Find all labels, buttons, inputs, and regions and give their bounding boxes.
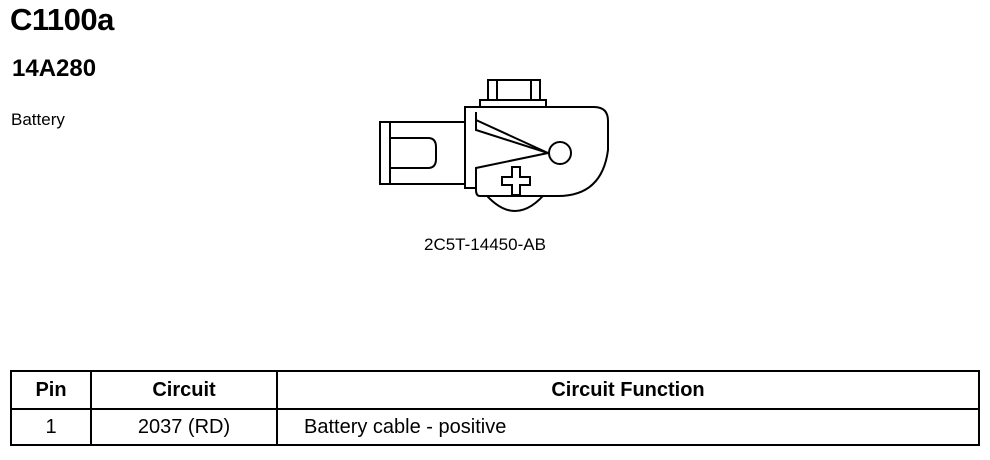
cell-circuit: 2037 (RD) [90,408,278,446]
clamp-body [464,106,609,197]
terminal-lug-outline [481,189,549,212]
connector-title: C1100a [10,2,114,37]
table-row: 1 2037 (RD) Battery cable - positive [10,408,980,446]
header-pin: Pin [10,370,92,410]
positive-plus-icon [501,166,531,196]
connector-description: Battery [11,110,65,129]
header-circuit: Circuit [90,370,278,410]
table-header-row: Pin Circuit Circuit Function [10,370,980,410]
part-number-label: 2C5T-14450-AB [424,235,546,254]
cell-pin: 1 [10,408,92,446]
bolt-hole [548,141,572,165]
cable-slot [389,137,437,169]
pin-table: Pin Circuit Circuit Function 1 2037 (RD)… [10,370,980,446]
part-code: 14A280 [12,55,97,82]
cell-function: Battery cable - positive [276,408,980,446]
battery-terminal-connector-icon [379,79,609,212]
header-function: Circuit Function [276,370,980,410]
cable-barrel [379,121,466,185]
